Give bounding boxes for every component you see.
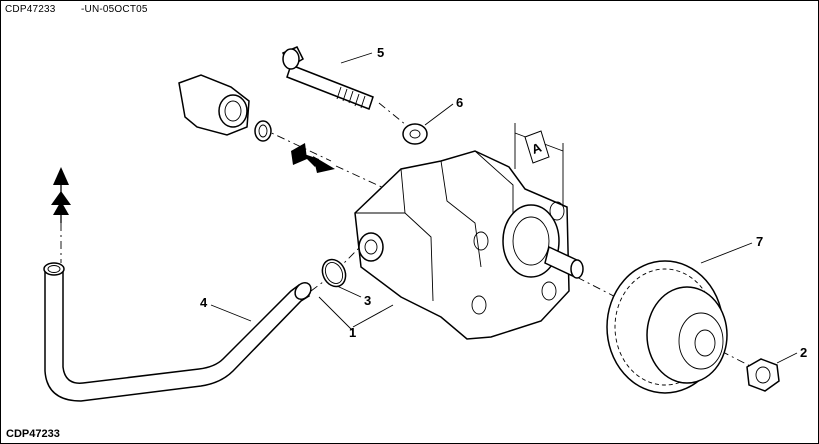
footer-code: CDP47233 bbox=[6, 428, 60, 440]
callout-bolt: 5 bbox=[377, 45, 384, 60]
callout-washer: 6 bbox=[456, 95, 463, 110]
bolt-part bbox=[282, 46, 374, 110]
o-ring-part bbox=[321, 258, 347, 288]
flow-arrow-up bbox=[51, 167, 71, 223]
nut-part bbox=[746, 358, 780, 392]
callout-o-ring: 3 bbox=[364, 293, 371, 308]
gear-part bbox=[606, 260, 728, 394]
callout-pump: 1 bbox=[349, 325, 356, 340]
pump-body-part bbox=[354, 150, 584, 340]
flow-arrow-diagonal bbox=[291, 143, 335, 173]
header-code: CDP47233 bbox=[5, 4, 56, 15]
tube-part bbox=[43, 262, 312, 402]
header-date: -UN-05OCT05 bbox=[81, 4, 148, 15]
washer-part bbox=[402, 123, 428, 145]
callout-gear: 7 bbox=[756, 234, 763, 249]
outlet-flange bbox=[178, 74, 272, 142]
callout-tube: 4 bbox=[200, 295, 208, 310]
dimension-bracket bbox=[514, 123, 564, 207]
callout-nut: 2 bbox=[800, 345, 807, 360]
leader-lines bbox=[210, 52, 798, 364]
